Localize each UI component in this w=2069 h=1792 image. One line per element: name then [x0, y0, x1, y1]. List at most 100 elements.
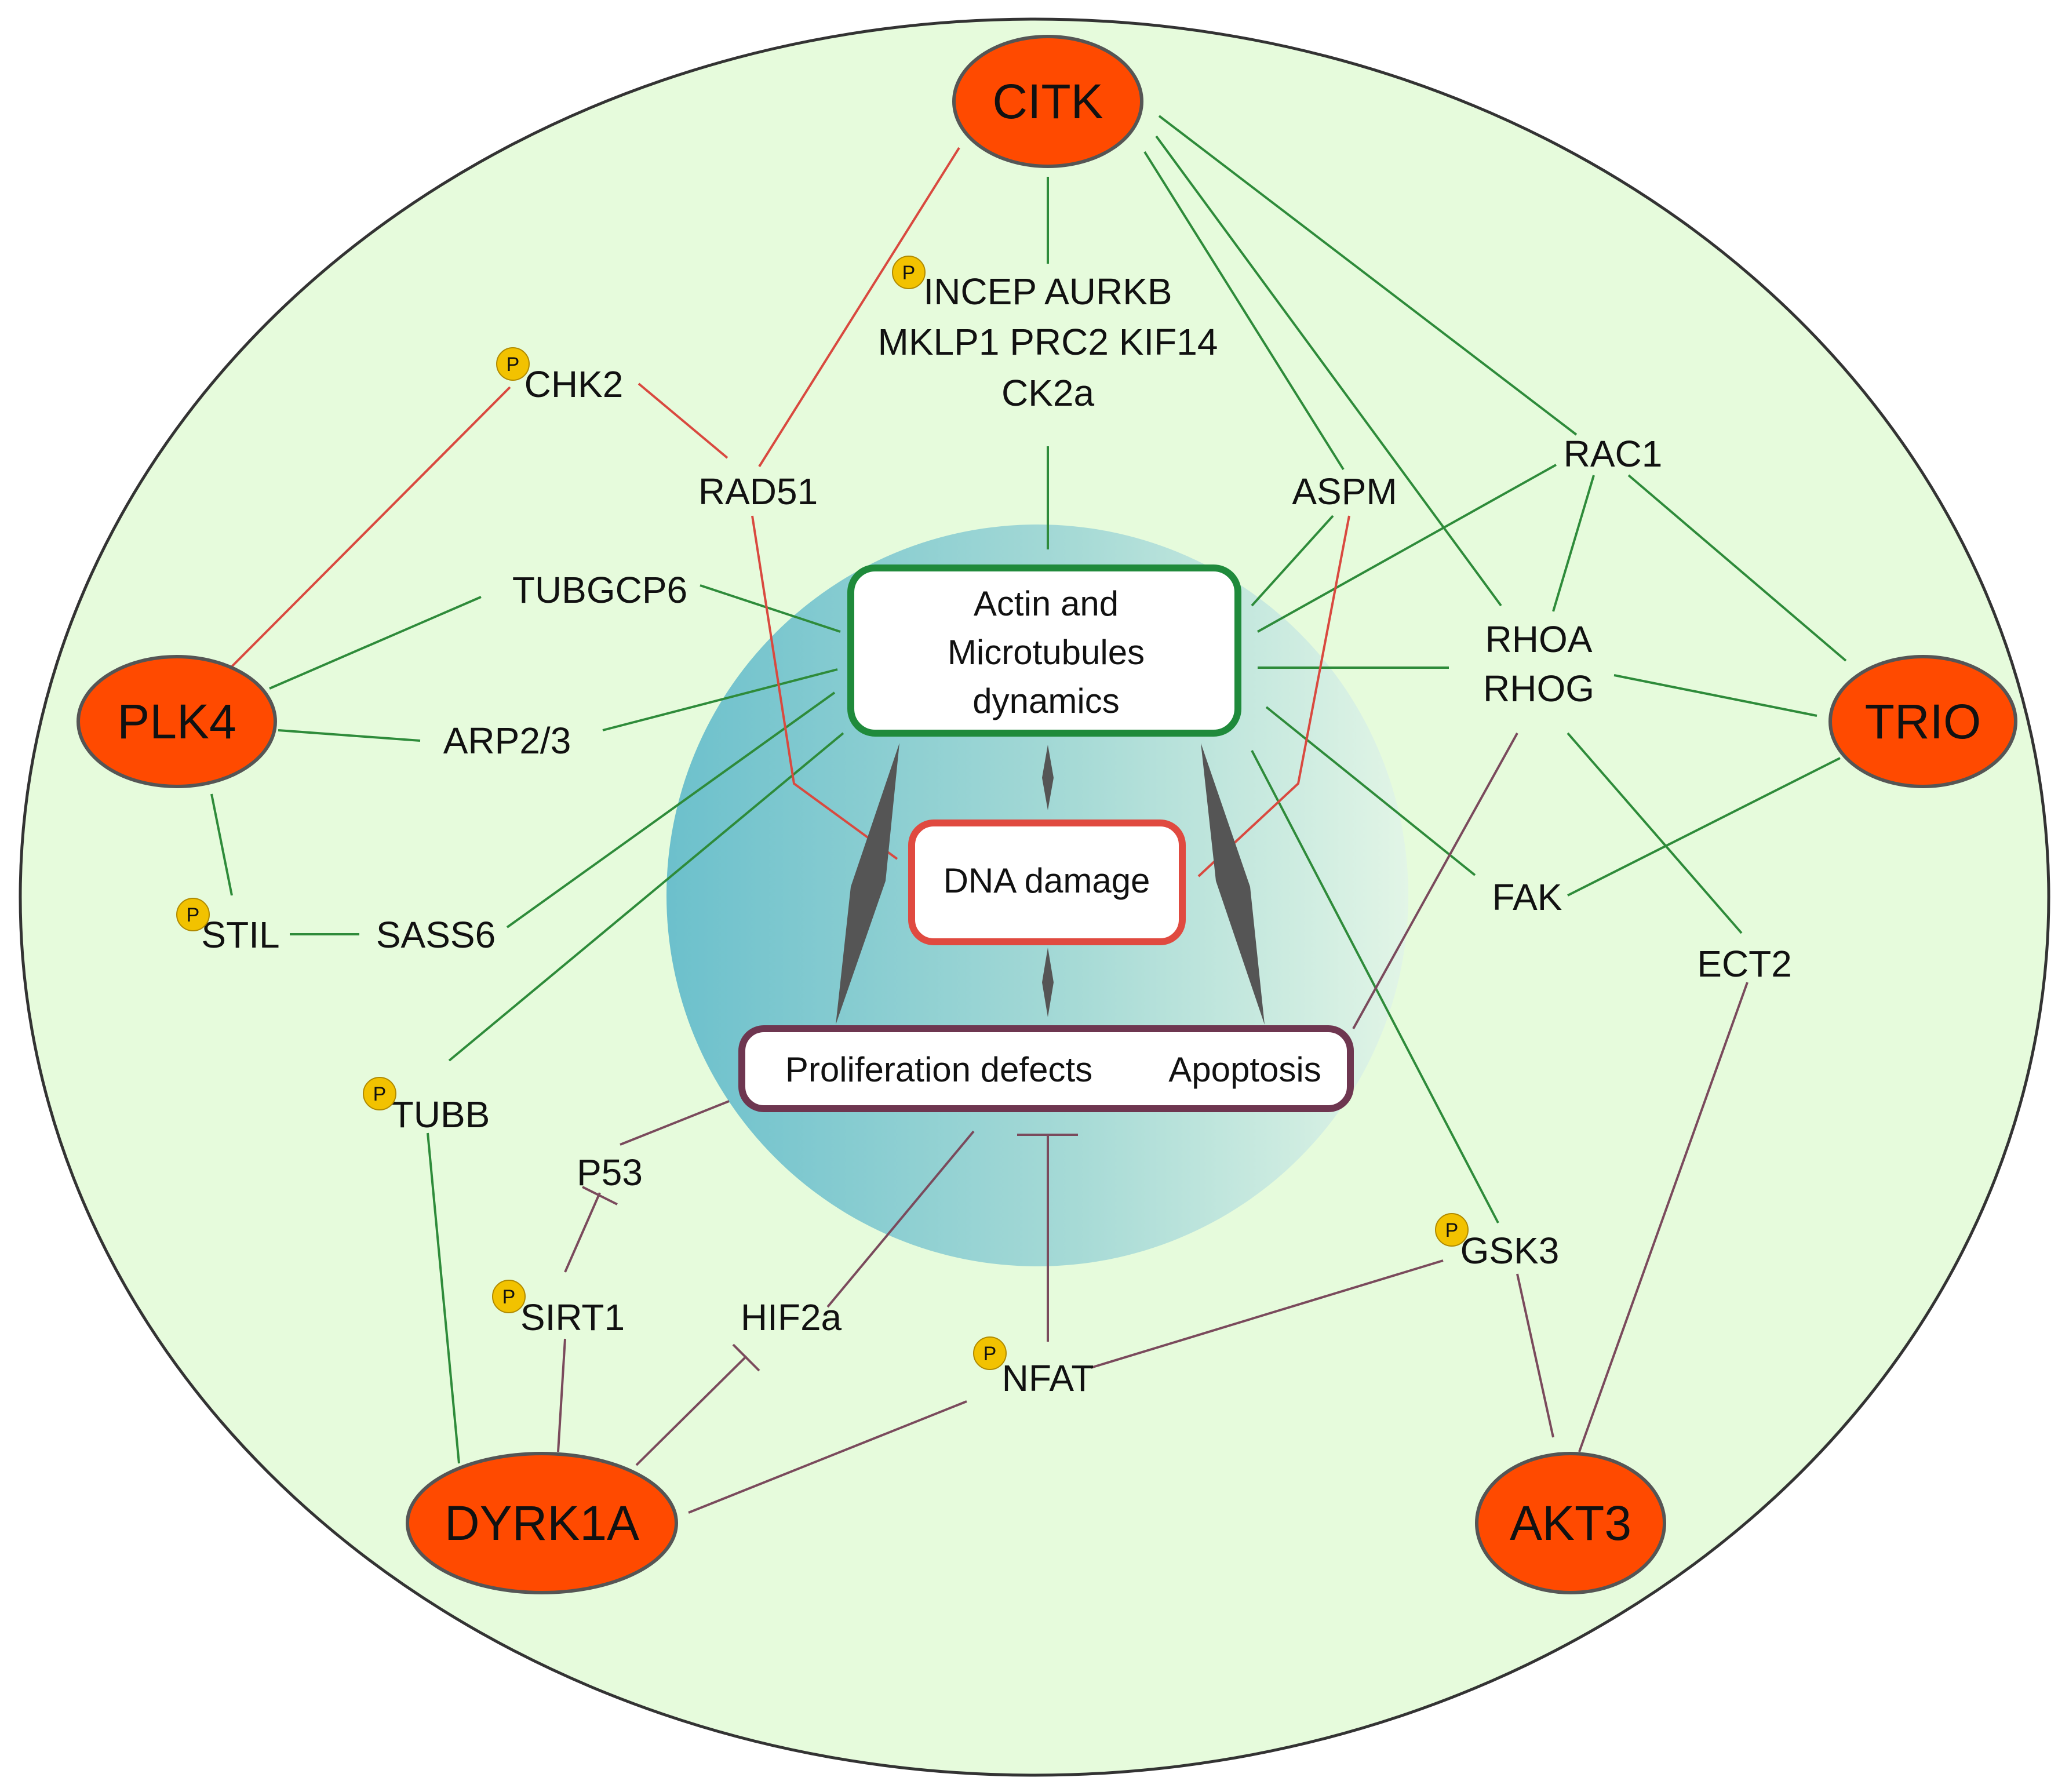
label-sass6: SASS6 — [376, 914, 496, 956]
label-tubb: TUBB — [391, 1094, 490, 1135]
link-fak-trio — [1567, 757, 1841, 897]
label-incep-line1: INCEP AURKB — [923, 271, 1172, 312]
phospho-badge-incep: P — [892, 256, 926, 289]
link-aspm-actin — [1251, 515, 1334, 607]
link-chk2-rad51 — [638, 383, 728, 459]
label-rac1: RAC1 — [1564, 433, 1663, 475]
link-chk2-plk4 — [231, 386, 511, 668]
label-aspm: ASPM — [1292, 471, 1397, 512]
label-incep-line3: CK2a — [1001, 372, 1095, 414]
link-tubgcp6-actin — [700, 584, 841, 633]
phospho-badge-nfat: P — [973, 1336, 1007, 1370]
link-tubb-actin — [448, 732, 844, 1062]
diamond-dna-proliferation — [1042, 948, 1054, 1017]
link-citk-rad51 — [758, 147, 960, 468]
bar-hif2a-inhibition — [732, 1343, 760, 1372]
label-rhoa: RHOA — [1485, 618, 1593, 660]
green-links — [210, 115, 1847, 1464]
actin-label-line3: dynamics — [972, 682, 1119, 720]
phospho-badge-gsk3: P — [1435, 1213, 1469, 1247]
link-gsk3-nfat — [1090, 1259, 1444, 1369]
link-actin-fak — [1265, 706, 1476, 876]
phospho-badge-label: P — [902, 262, 916, 284]
hub-trio-label: TRIO — [1865, 694, 1981, 749]
link-rad51-dna — [751, 515, 898, 860]
link-plk4-arp23 — [278, 729, 421, 742]
hub-citk — [952, 35, 1143, 168]
dna-damage-label: DNA damage — [944, 861, 1150, 900]
phospho-badge-label: P — [1445, 1219, 1459, 1241]
label-incep-line2: MKLP1 PRC2 KIF14 — [878, 321, 1218, 363]
phospho-icon — [176, 898, 210, 931]
purple-links — [557, 733, 1749, 1514]
phospho-badge-stil: P — [176, 898, 210, 931]
phospho-icon — [973, 1336, 1007, 1370]
link-dyrk1a-sirt1 — [557, 1338, 566, 1452]
link-tubb-dyrk1a — [427, 1132, 460, 1464]
link-dyrk1a-hif2a — [635, 1355, 748, 1466]
link-arp23-actin — [602, 668, 838, 731]
link-gsk3-akt3 — [1516, 1273, 1554, 1438]
label-ect2: ECT2 — [1697, 943, 1792, 985]
spindle-left — [836, 743, 899, 1025]
apoptosis-label: Apoptosis — [1168, 1050, 1321, 1089]
link-rac1-rhoa — [1552, 475, 1595, 612]
hub-dyrk1a — [406, 1452, 678, 1594]
label-arp23: ARP2/3 — [443, 720, 571, 762]
box-actin-microtubules — [847, 564, 1241, 737]
hub-akt3-label: AKT3 — [1510, 1496, 1631, 1550]
label-rad51: RAD51 — [698, 471, 818, 512]
diamond-connectors — [836, 743, 1265, 1025]
link-plk4-stil — [210, 793, 233, 896]
link-rhog-trio — [1613, 674, 1817, 717]
link-sirt1-p53 — [564, 1192, 601, 1273]
hub-akt3 — [1475, 1452, 1666, 1594]
phospho-badge-label: P — [502, 1286, 516, 1308]
box-dna-damage — [908, 819, 1186, 945]
label-tubgcp6: TUBGCP6 — [512, 569, 687, 611]
phospho-badge-label: P — [373, 1083, 387, 1105]
link-rac1-actin — [1257, 464, 1557, 633]
hub-plk4 — [77, 655, 277, 788]
label-chk2: CHK2 — [524, 363, 624, 405]
label-fak: FAK — [1492, 876, 1562, 918]
label-gsk3: GSK3 — [1460, 1230, 1560, 1272]
link-actin-gsk3 — [1251, 750, 1499, 1223]
link-rhog-ect2 — [1567, 732, 1743, 934]
actin-label-line2: Microtubules — [948, 633, 1145, 672]
label-rhog: RHOG — [1483, 668, 1594, 709]
phospho-badge-label: P — [187, 904, 200, 926]
phospho-badge-label: P — [507, 354, 520, 376]
link-citk-aspm — [1143, 151, 1345, 471]
link-sass6-actin — [506, 691, 836, 928]
label-p53: P53 — [577, 1152, 643, 1193]
phospho-badge-sirt1: P — [492, 1280, 526, 1313]
link-citk-rac1 — [1158, 115, 1578, 436]
phospho-icon — [892, 256, 926, 289]
hub-citk-label: CITK — [992, 74, 1103, 129]
link-plk4-tubgcp6 — [269, 596, 482, 690]
label-stil: STIL — [201, 914, 279, 956]
label-hif2a: HIF2a — [741, 1296, 842, 1338]
label-nfat: NFAT — [1002, 1357, 1094, 1399]
hub-trio — [1828, 655, 2017, 788]
phospho-badges: P P P P P P P — [176, 256, 1469, 1370]
box-outcomes — [738, 1025, 1354, 1112]
spindle-right — [1201, 743, 1265, 1025]
label-sirt1: SIRT1 — [520, 1296, 625, 1338]
link-hif2a-proliferation — [826, 1130, 975, 1308]
phospho-badge-label: P — [983, 1343, 997, 1365]
phospho-icon — [363, 1077, 396, 1110]
link-nfat-dyrk1a — [688, 1400, 967, 1514]
phospho-badge-chk2: P — [496, 347, 530, 381]
link-rhog-apoptosis — [1352, 733, 1518, 1029]
actin-label-line1: Actin and — [974, 584, 1119, 623]
hub-dyrk1a-label: DYRK1A — [445, 1496, 639, 1550]
hub-plk4-label: PLK4 — [117, 694, 236, 749]
phospho-badge-tubb: P — [363, 1077, 396, 1110]
link-p53-proliferation — [620, 1100, 730, 1146]
phospho-icon — [492, 1280, 526, 1313]
phospho-icon — [496, 347, 530, 381]
link-rac1-trio — [1627, 474, 1847, 662]
